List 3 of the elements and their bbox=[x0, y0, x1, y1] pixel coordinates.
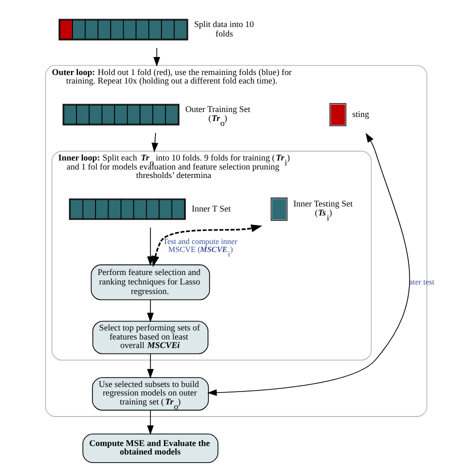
node-label: Inner T Set bbox=[192, 203, 231, 214]
node-label: Split data into 10 folds bbox=[194, 19, 254, 39]
node-label: sting bbox=[352, 108, 370, 119]
